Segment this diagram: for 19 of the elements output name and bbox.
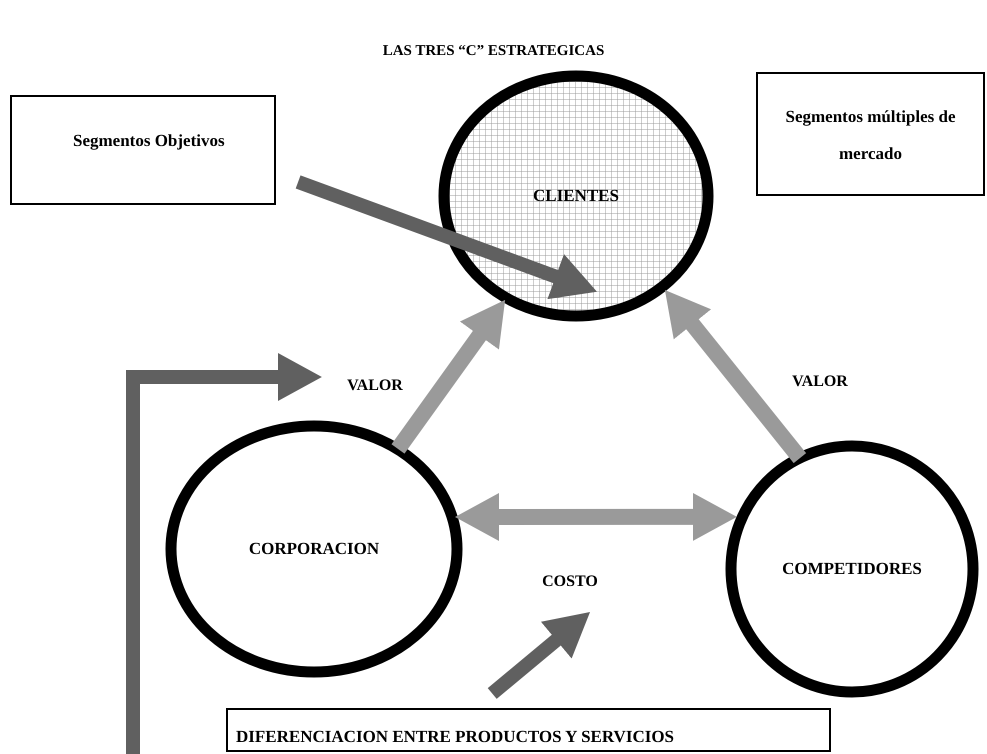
node-label: Segmentos múltiples de mercado	[784, 106, 956, 166]
node-label: COMPETIDORES	[782, 558, 922, 580]
node-label: VALOR	[792, 372, 848, 392]
block-arrow	[455, 492, 737, 541]
text-box	[10, 95, 276, 205]
node-label: DIFERENCIACION ENTRE PRODUCTOS Y SERVICIOS	[236, 726, 674, 748]
text-box	[226, 708, 831, 752]
node-label: CORPORACION	[248, 538, 380, 560]
text-box	[756, 72, 985, 196]
node-label: CLIENTES	[533, 185, 619, 208]
diagram-title: LAS TRES “C” ESTRATEGICAS	[382, 42, 606, 61]
node-label: VALOR	[347, 376, 403, 396]
block-arrow	[488, 612, 590, 699]
node-label: Segmentos Objetivos	[72, 130, 226, 152]
block-arrow	[392, 300, 506, 454]
block-arrow	[126, 353, 322, 754]
node-label: COSTO	[542, 572, 598, 592]
block-arrow	[296, 175, 597, 300]
block-arrow	[664, 290, 806, 464]
